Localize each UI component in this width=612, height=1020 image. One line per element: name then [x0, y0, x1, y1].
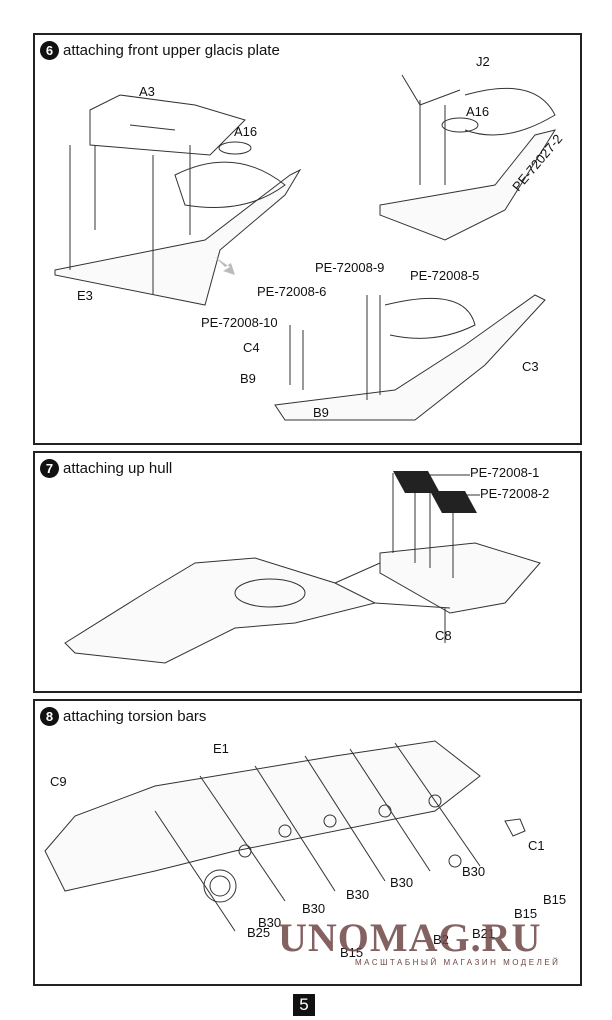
watermark-subtitle: МАСШТАБНЫЙ МАГАЗИН МОДЕЛЕЙ — [355, 958, 561, 967]
part-label: C3 — [522, 359, 539, 374]
step-title: attaching up hull — [63, 460, 173, 477]
step-7-header: 7 attaching up hull — [40, 459, 172, 478]
part-label: B9 — [240, 371, 256, 386]
part-label: B15 — [543, 892, 567, 907]
part-label: C1 — [528, 838, 545, 853]
part-label: A16 — [466, 104, 490, 119]
part-label: B30 — [390, 875, 414, 890]
part-label: J2 — [476, 54, 490, 69]
step-number-badge: 6 — [40, 41, 59, 60]
part-label: PE-72008-9 — [315, 260, 385, 275]
part-label: PE-72008-10 — [201, 315, 278, 330]
step-title: attaching torsion bars — [63, 708, 207, 725]
part-label: A16 — [234, 124, 258, 139]
part-label: PE-72008-1 — [470, 465, 540, 480]
watermark-logo: UNOMAG.RU — [278, 915, 542, 960]
part-label: B9 — [313, 405, 329, 420]
part-label: B30 — [346, 887, 370, 902]
part-label: C4 — [243, 340, 260, 355]
part-label: C9 — [50, 774, 67, 789]
step-6-header: 6 attaching front upper glacis plate — [40, 41, 280, 60]
step-6-panel: 6 attaching front upper glacis plate — [33, 33, 582, 445]
page-number: 5 — [293, 994, 315, 1016]
step-number-badge: 8 — [40, 707, 59, 726]
part-label: PE-72008-6 — [257, 284, 327, 299]
part-label: B30 — [258, 915, 282, 930]
step-7-illustration — [64, 471, 541, 664]
step-number-badge: 7 — [40, 459, 59, 478]
part-label: B2 — [433, 932, 449, 947]
part-label: A3 — [139, 84, 155, 99]
part-label: C8 — [435, 628, 452, 643]
part-label: PE-72008-2 — [480, 486, 550, 501]
step-7-panel: 7 attaching up hull PE-72008-1 PE-72008-… — [33, 451, 582, 693]
part-label: B15 — [340, 945, 364, 960]
part-label: B21 — [472, 926, 496, 941]
part-label: B30 — [462, 864, 486, 879]
part-label: B15 — [514, 906, 538, 921]
step-title: attaching front upper glacis plate — [63, 42, 280, 59]
step-8-header: 8 attaching torsion bars — [40, 707, 206, 726]
part-label: E1 — [213, 741, 229, 756]
step-8-illustration — [44, 740, 526, 932]
step-8-panel: 8 attaching torsion bars E1 C9 C1 B30 B3… — [33, 699, 582, 986]
part-label: B30 — [302, 901, 326, 916]
step-6-illustration — [54, 74, 557, 421]
part-label: E3 — [77, 288, 93, 303]
part-label: PE-72008-5 — [410, 268, 480, 283]
part-label: B25 — [247, 925, 271, 940]
